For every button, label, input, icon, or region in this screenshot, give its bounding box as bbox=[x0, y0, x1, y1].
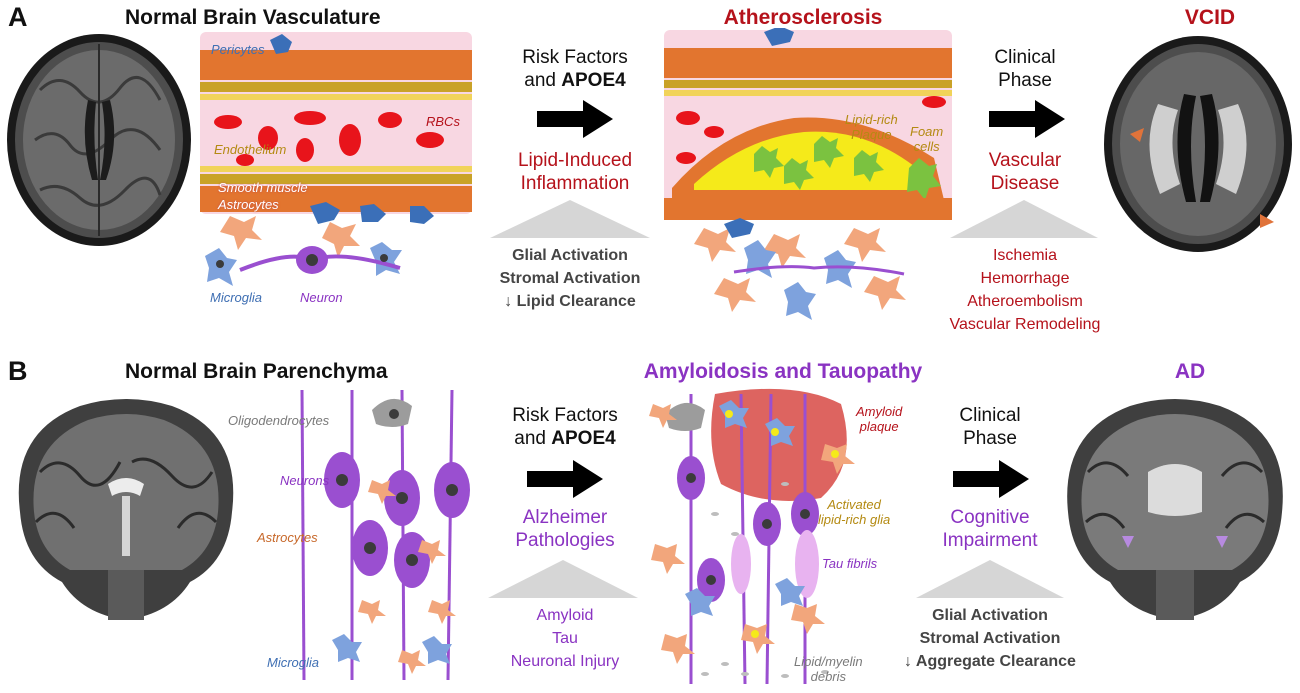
panel-a-triangle1-text: Glial Activation Stromal Activation ↓ Li… bbox=[470, 244, 670, 313]
label-tau-fibrils: Tau fibrils bbox=[822, 556, 878, 571]
panel-a-arrow2-icon bbox=[989, 100, 1065, 138]
panel-b-outcome-mechanism-line2: Impairment bbox=[942, 530, 1038, 551]
label-microglia-b: Microglia bbox=[267, 655, 320, 670]
panel-a-triangle2-line3: Atheroembolism bbox=[967, 293, 1083, 310]
label-lipid-plaque-line2: Plaque bbox=[851, 127, 892, 142]
label-foam-cells-line2: cells bbox=[913, 139, 940, 154]
panel-b-triangle1-line1: Amyloid bbox=[536, 607, 594, 624]
panel-b-triangle1-line2: Tau bbox=[552, 630, 578, 647]
panel-b-arrow1-text: Risk Factors and APOE4 bbox=[490, 404, 640, 450]
panel-a-triangle2-line1: Ischemia bbox=[992, 247, 1058, 264]
panel-a-arrow1-apoe4: APOE4 bbox=[561, 70, 626, 91]
label-rbcs: RBCs bbox=[426, 114, 460, 129]
normal-vessel-illustration bbox=[200, 32, 472, 286]
panel-a-mechanism-line1: Lipid-Induced bbox=[517, 150, 633, 171]
label-lipid-plaque: Lipid-rich Plaque bbox=[845, 112, 898, 142]
panel-b-triangle1-line3: Neuronal Injury bbox=[510, 653, 620, 670]
label-astrocytes-b: Astrocytes bbox=[257, 530, 318, 545]
panel-a-mechanism: Lipid-Induced Inflammation bbox=[490, 149, 660, 195]
label-astrocytes-a: Astrocytes bbox=[218, 197, 279, 212]
label-foam-cells: Foam cells bbox=[910, 124, 943, 154]
label-smooth-muscle: Smooth muscle bbox=[218, 180, 308, 195]
label-neuron: Neuron bbox=[300, 290, 343, 305]
panel-a-triangle2-line4: Vascular Remodeling bbox=[949, 316, 1101, 333]
panel-b-triangle2-text: Glial Activation Stromal Activation ↓ Ag… bbox=[880, 604, 1100, 673]
panel-b-arrow2-icon bbox=[953, 460, 1029, 498]
panel-a-outcome-mechanism: Vascular Disease bbox=[950, 149, 1100, 195]
panel-b-letter: B bbox=[8, 356, 28, 386]
label-amyloid-plaque: Amyloid plaque bbox=[856, 404, 902, 434]
panel-b-triangle2-line3: ↓ Aggregate Clearance bbox=[904, 653, 1076, 670]
panel-a-triangle1-line3: ↓ Lipid Clearance bbox=[504, 293, 636, 310]
label-microglia-a: Microglia bbox=[210, 290, 263, 305]
panel-a-arrow1-line2-prefix: and bbox=[524, 70, 562, 91]
panel-b-mechanism-line1: Alzheimer bbox=[522, 507, 608, 528]
panel-b-disease-title: Amyloidosis and Tauopathy bbox=[643, 360, 923, 383]
label-lipid-myelin-debris-line1: Lipid/myelin bbox=[794, 654, 863, 669]
panel-b-normal-title: Normal Brain Parenchyma bbox=[125, 360, 388, 383]
panel-b-arrow1-line1: Risk Factors bbox=[512, 405, 618, 426]
panel-a-triangle2 bbox=[950, 200, 1098, 238]
panel-a-disease-title: Atherosclerosis bbox=[723, 6, 883, 29]
panel-a-arrow2-line1: Clinical bbox=[994, 47, 1056, 68]
vcid-axial-mri-image bbox=[1104, 36, 1292, 252]
panel-b-triangle2-line2: Stromal Activation bbox=[919, 630, 1061, 647]
label-pericytes: Pericytes bbox=[211, 42, 265, 57]
panel-b-outcome-mechanism-line1: Cognitive bbox=[950, 507, 1030, 528]
panel-a-arrow1-text: Risk Factors and APOE4 bbox=[500, 46, 650, 92]
panel-a-outcome-title: VCID bbox=[1184, 6, 1236, 29]
panel-b-outcome-title: AD bbox=[1174, 360, 1206, 383]
panel-b-arrow1-apoe4: APOE4 bbox=[551, 428, 616, 449]
label-lipid-myelin-debris: Lipid/myelin debris bbox=[794, 654, 863, 684]
panel-a-triangle2-line2: Hemorrhage bbox=[980, 270, 1070, 287]
panel-a-arrow1-line1: Risk Factors bbox=[522, 47, 628, 68]
panel-b-arrow1-line2: and APOE4 bbox=[490, 427, 640, 450]
ad-coronal-mri-image bbox=[1067, 399, 1283, 620]
label-amyloid-plaque-line2: plaque bbox=[859, 419, 899, 434]
panel-a-outcome-mechanism-line2: Disease bbox=[990, 173, 1060, 194]
label-activated-glia-line2: lipid-rich glia bbox=[818, 512, 891, 527]
panel-b-mechanism-line2: Pathologies bbox=[515, 530, 615, 551]
normal-coronal-mri-image bbox=[18, 399, 234, 620]
label-activated-glia-line1: Activated bbox=[827, 497, 881, 512]
label-foam-cells-line1: Foam bbox=[910, 124, 944, 139]
panel-a-triangle2-text: Ischemia Hemorrhage Atheroembolism Vascu… bbox=[925, 244, 1125, 336]
normal-parenchyma-illustration bbox=[300, 389, 470, 681]
panel-a-outcome-mechanism-line1: Vascular bbox=[988, 150, 1062, 171]
label-amyloid-plaque-line1: Amyloid bbox=[856, 404, 903, 419]
panel-a-arrow1-line2: and APOE4 bbox=[500, 69, 650, 92]
panel-b-arrow1-icon bbox=[527, 460, 603, 498]
panel-b-outcome-mechanism: Cognitive Impairment bbox=[915, 506, 1065, 552]
label-activated-glia: Activated lipid-rich glia bbox=[818, 497, 890, 527]
atherosclerosis-illustration bbox=[664, 28, 952, 320]
panel-b-triangle1-text: Amyloid Tau Neuronal Injury bbox=[460, 604, 670, 673]
panel-a-normal-title: Normal Brain Vasculature bbox=[125, 6, 381, 29]
panel-a-arrow2-text: Clinical Phase bbox=[960, 46, 1090, 92]
panel-a-triangle1-line1: Glial Activation bbox=[512, 247, 628, 264]
label-oligodendrocytes: Oligodendrocytes bbox=[228, 413, 330, 428]
panel-a-triangle1-line2: Stromal Activation bbox=[499, 270, 641, 287]
panel-b-arrow1-line2-prefix: and bbox=[514, 428, 552, 449]
panel-b-arrow2-line1: Clinical bbox=[959, 405, 1021, 426]
label-lipid-myelin-debris-line2: debris bbox=[810, 669, 847, 684]
panel-b-triangle2-line1: Glial Activation bbox=[932, 607, 1048, 624]
panel-b-arrow2-line2: Phase bbox=[963, 428, 1017, 449]
panel-b-triangle2 bbox=[916, 560, 1064, 598]
amyloidosis-tauopathy-illustration bbox=[649, 388, 855, 685]
label-endothelium: Endothelium bbox=[214, 142, 287, 157]
panel-b-mechanism: Alzheimer Pathologies bbox=[490, 506, 640, 552]
panel-a-letter: A bbox=[8, 2, 28, 32]
label-lipid-plaque-line1: Lipid-rich bbox=[845, 112, 898, 127]
panel-a-mechanism-line2: Inflammation bbox=[520, 173, 630, 194]
panel-b-triangle1 bbox=[488, 560, 638, 598]
panel-b-arrow2-text: Clinical Phase bbox=[925, 404, 1055, 450]
panel-a-arrow2-line2: Phase bbox=[998, 70, 1052, 91]
panel-a-triangle1 bbox=[490, 200, 650, 238]
normal-axial-mri-image bbox=[0, 30, 198, 250]
panel-a-arrow1-icon bbox=[537, 100, 613, 138]
label-neurons: Neurons bbox=[280, 473, 330, 488]
